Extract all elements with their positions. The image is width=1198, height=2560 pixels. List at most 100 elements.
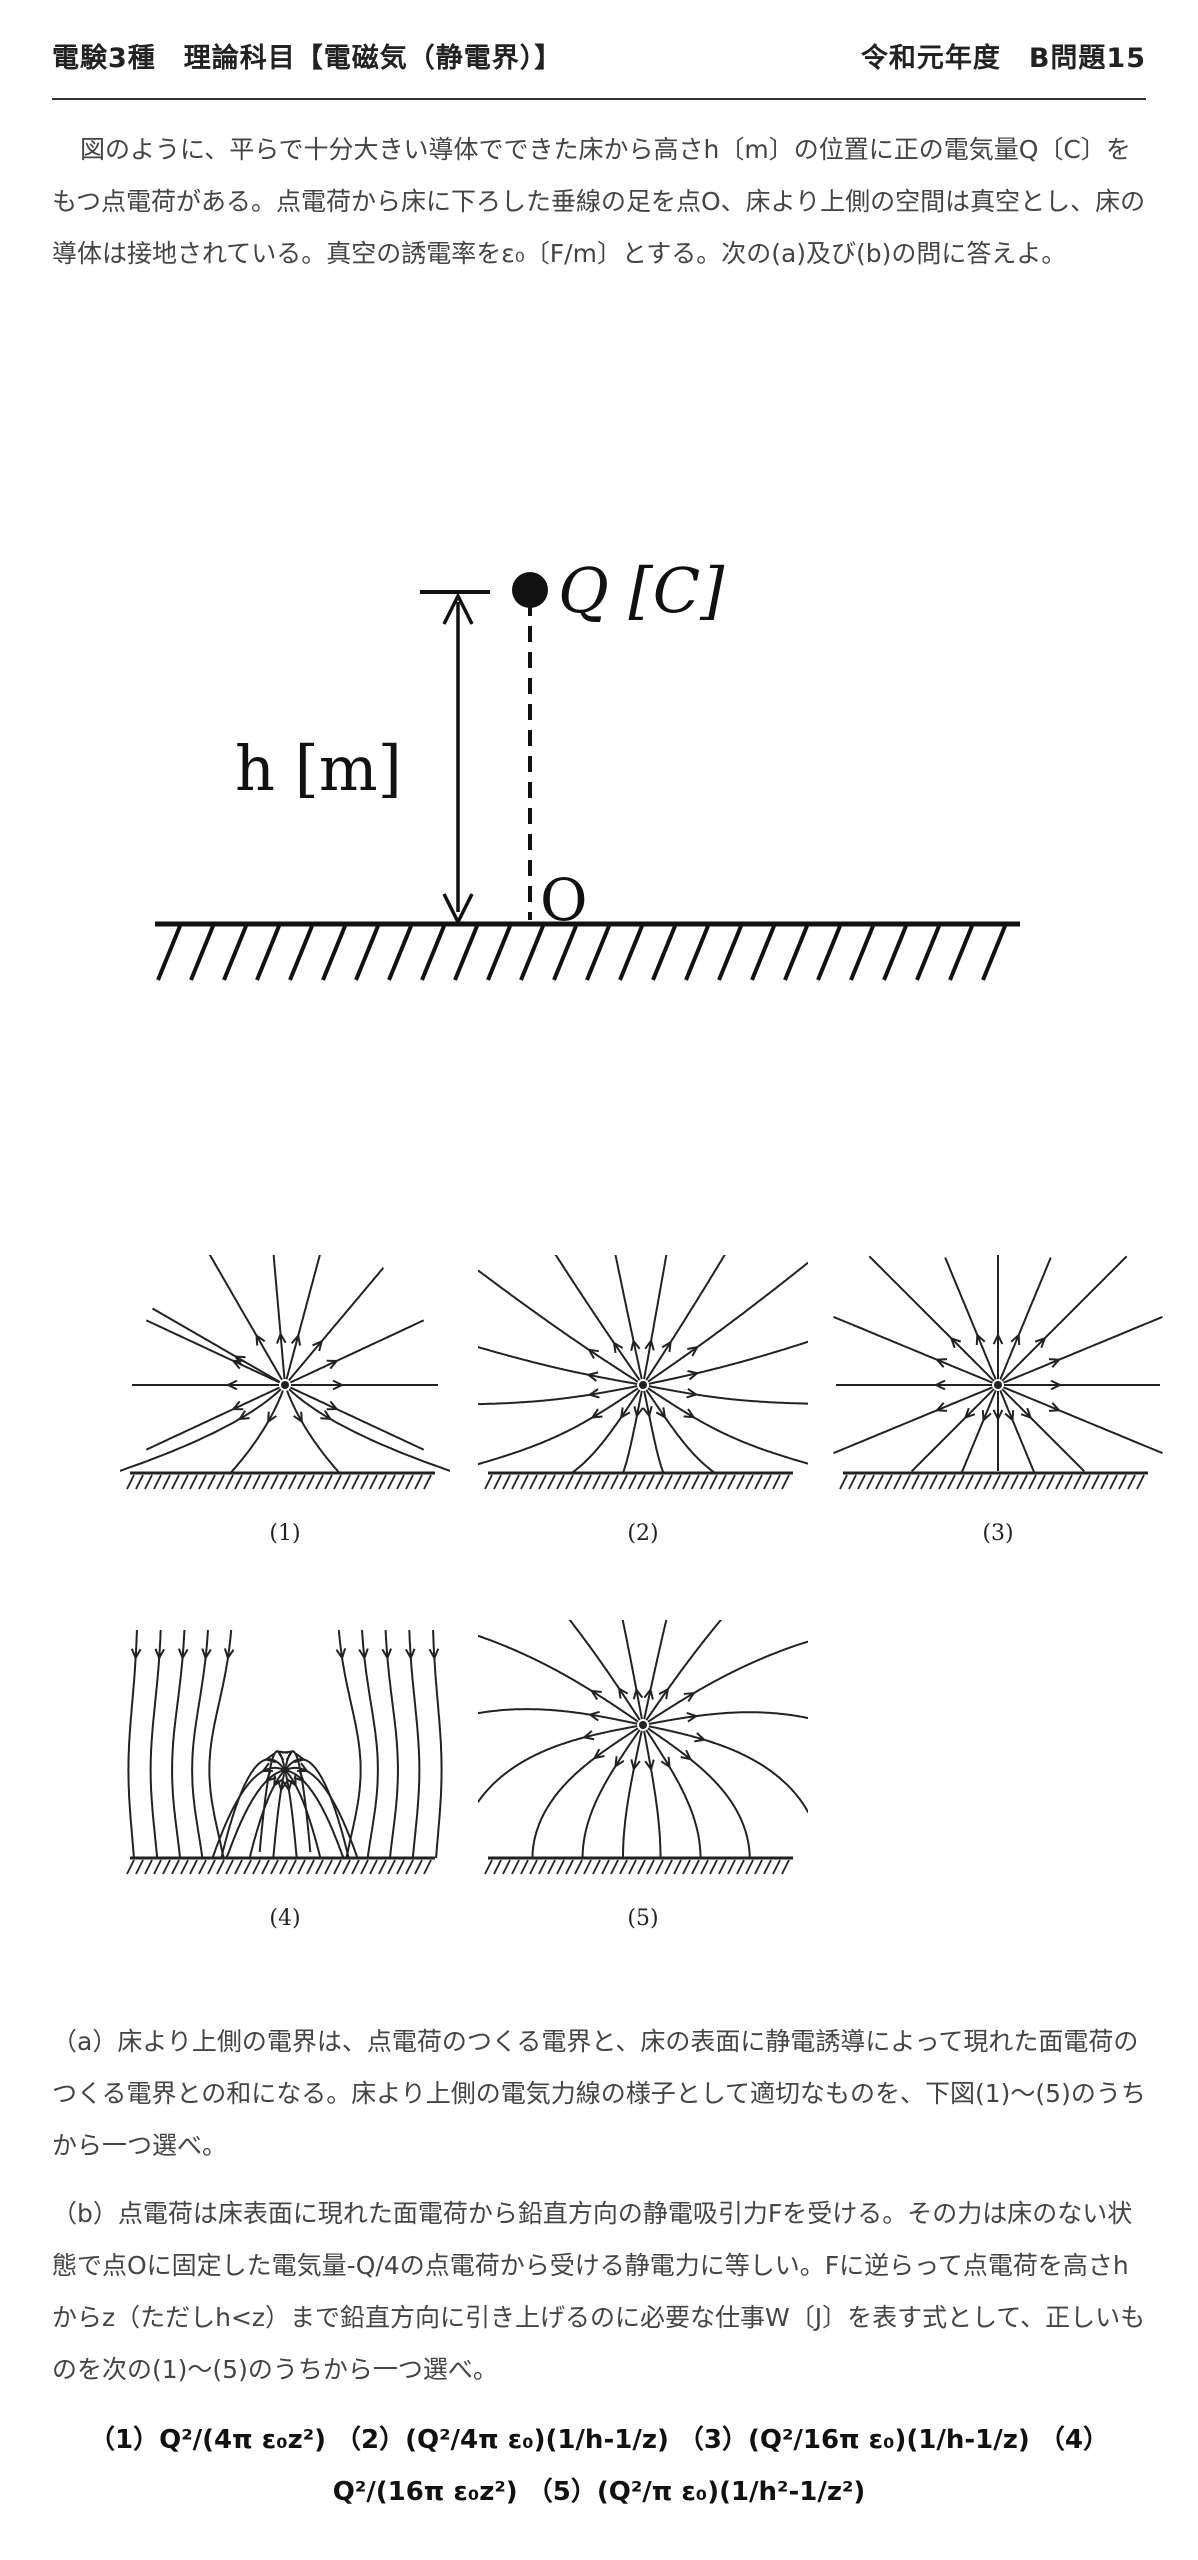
hatch-mark bbox=[938, 1474, 947, 1490]
hatch-mark bbox=[529, 1474, 538, 1490]
field-line bbox=[208, 1255, 283, 1381]
field-line bbox=[568, 1620, 641, 1721]
hatch-mark bbox=[781, 1859, 790, 1875]
field-line bbox=[621, 1390, 643, 1475]
field-line bbox=[531, 1727, 639, 1859]
choice-3-number: （3） bbox=[677, 2425, 748, 2455]
field-line bbox=[961, 1390, 997, 1473]
hatch-mark bbox=[484, 1859, 493, 1875]
hatch-mark bbox=[727, 1859, 736, 1875]
hatch-mark bbox=[601, 1474, 610, 1490]
field-line-arrow bbox=[614, 1756, 625, 1769]
field-line bbox=[284, 1773, 298, 1859]
hatch-mark bbox=[243, 1859, 252, 1875]
hatch-mark bbox=[718, 1859, 727, 1875]
field-line-arrow bbox=[312, 1339, 324, 1352]
field-line-arrow bbox=[587, 1710, 600, 1722]
hatch-mark bbox=[342, 1474, 351, 1490]
hatch-mark bbox=[637, 1859, 646, 1875]
field-line-arrow bbox=[237, 1410, 250, 1421]
hatch-mark bbox=[378, 1474, 387, 1490]
field-line-arrow bbox=[293, 1752, 307, 1764]
field-line-arrow bbox=[201, 1648, 212, 1661]
hatch-mark bbox=[520, 1474, 529, 1490]
hatch-mark bbox=[538, 1859, 547, 1875]
hatch-mark bbox=[754, 1859, 763, 1875]
hatch-mark bbox=[1055, 1474, 1064, 1490]
hatch-mark bbox=[144, 1474, 153, 1490]
field-line bbox=[286, 1758, 351, 1859]
hatch-mark bbox=[646, 1859, 655, 1875]
hatch-mark bbox=[1136, 1474, 1145, 1490]
field-line-arrow bbox=[655, 1407, 667, 1420]
field-line-arrow bbox=[981, 1410, 992, 1423]
field-line-arrow bbox=[293, 1771, 305, 1783]
hatch-mark bbox=[547, 1859, 556, 1875]
hatch-mark bbox=[673, 1474, 682, 1490]
choice-3: (Q²/16π ε₀)(1/h-1/z) bbox=[748, 2425, 1030, 2455]
field-line bbox=[284, 1750, 312, 1853]
field-line bbox=[286, 1390, 342, 1474]
hatch-mark bbox=[727, 1474, 736, 1490]
field-line bbox=[145, 1319, 281, 1384]
field-line bbox=[999, 1390, 1035, 1473]
hatch-mark bbox=[682, 1474, 691, 1490]
hatch-mark bbox=[583, 1859, 592, 1875]
hatch-mark bbox=[736, 1859, 745, 1875]
hatch-mark bbox=[882, 925, 908, 981]
hatch-mark bbox=[135, 1859, 144, 1875]
hatch-mark bbox=[252, 1859, 261, 1875]
hatch-mark bbox=[405, 1859, 414, 1875]
hatch-mark bbox=[225, 1859, 234, 1875]
hatch-mark bbox=[956, 1474, 965, 1490]
field-line bbox=[384, 1629, 399, 1859]
field-line-arrow bbox=[642, 1405, 653, 1419]
field-line-arrow bbox=[231, 1400, 244, 1411]
question-a: （a）床より上側の電界は、点電荷のつくる電界と、床の表面に静電誘導によって現れた… bbox=[52, 2027, 1146, 2160]
hatch-mark bbox=[225, 1474, 234, 1490]
hatch-mark bbox=[619, 1859, 628, 1875]
hatch-mark bbox=[592, 1859, 601, 1875]
hatch-mark bbox=[126, 1474, 135, 1490]
hatch-mark bbox=[414, 1859, 423, 1875]
choice-1-number: （1） bbox=[89, 2425, 160, 2455]
hatch-mark bbox=[255, 925, 281, 981]
hatch-mark bbox=[324, 1474, 333, 1490]
point-charge bbox=[512, 572, 548, 608]
field-line bbox=[621, 1620, 643, 1720]
hatch-mark bbox=[610, 1859, 619, 1875]
main-figure: Q [C] h [m] O bbox=[155, 554, 1020, 981]
hatch-mark bbox=[709, 1474, 718, 1490]
hatch-mark bbox=[664, 1859, 673, 1875]
height-label: h [m] bbox=[235, 732, 402, 805]
field-line-arrow bbox=[178, 1648, 189, 1661]
hatch-mark bbox=[651, 925, 677, 981]
field-line bbox=[478, 1725, 638, 1803]
field-line bbox=[614, 1255, 643, 1380]
hatch-mark bbox=[387, 925, 413, 981]
field-line-arrow bbox=[225, 1379, 238, 1391]
field-line-arrow bbox=[686, 1712, 699, 1723]
hatch-mark bbox=[198, 1859, 207, 1875]
choice-4-number: （4） bbox=[1038, 2425, 1109, 2455]
option-figure-4: (4) bbox=[126, 1629, 443, 1931]
field-line bbox=[289, 1319, 425, 1384]
hatch-mark bbox=[153, 1859, 162, 1875]
hatch-mark bbox=[736, 1474, 745, 1490]
hatch-mark bbox=[315, 1859, 324, 1875]
hatch-mark bbox=[646, 1474, 655, 1490]
charge-dot bbox=[281, 1766, 289, 1774]
hatch-mark bbox=[360, 1859, 369, 1875]
hatch-mark bbox=[750, 925, 776, 981]
hatch-mark bbox=[983, 1474, 992, 1490]
hatch-mark bbox=[920, 1474, 929, 1490]
hatch-mark bbox=[126, 1859, 135, 1875]
field-line-arrow bbox=[223, 1648, 235, 1661]
hatch-mark bbox=[601, 1859, 610, 1875]
field-line bbox=[289, 1386, 425, 1451]
question-b: （b）点電荷は床表面に現れた面電荷から鉛直方向の静電吸引力Fを受ける。その力は床… bbox=[52, 2199, 1146, 2384]
field-line-arrow bbox=[332, 1379, 345, 1391]
field-line bbox=[999, 1257, 1052, 1380]
field-line-arrow bbox=[1034, 1336, 1047, 1349]
hatch-mark bbox=[288, 1859, 297, 1875]
